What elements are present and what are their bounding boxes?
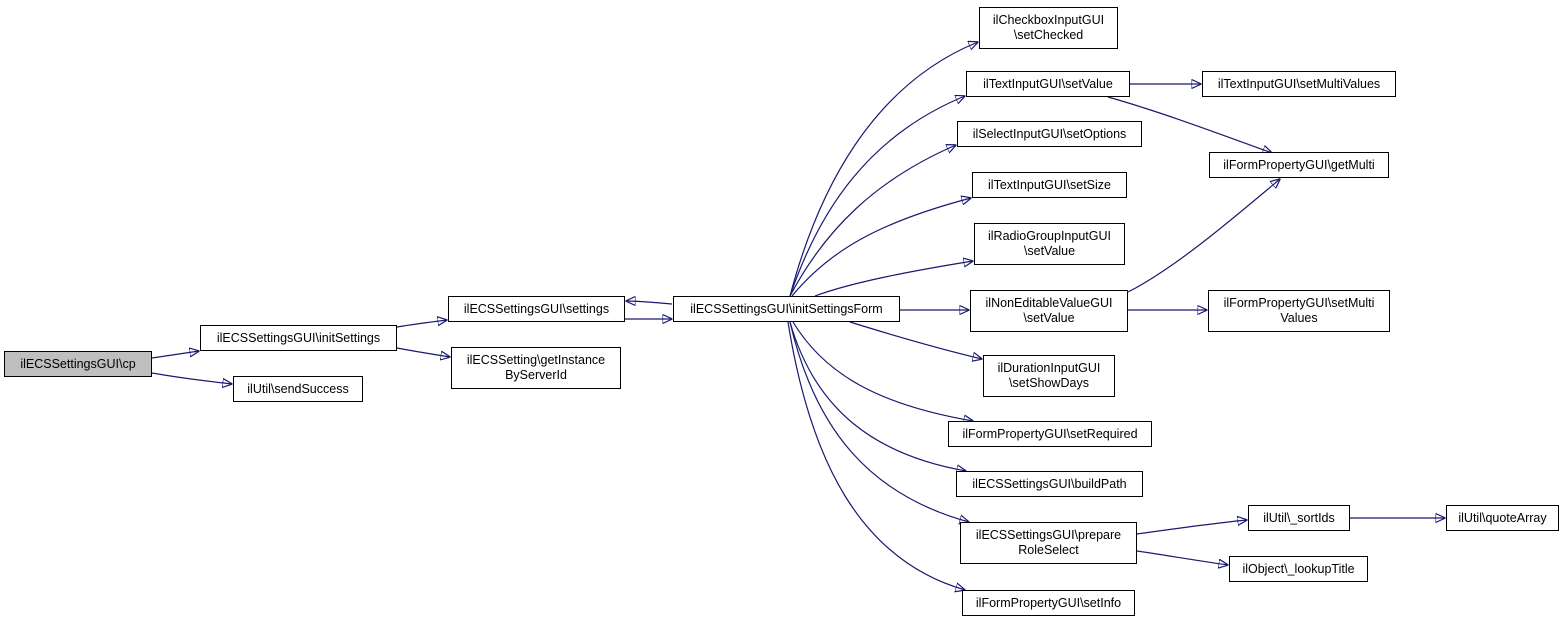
node-label: ByServerId bbox=[505, 368, 567, 382]
edge-initSettings-to-getInstance bbox=[396, 347, 450, 357]
node-label: ilCheckboxInputGUI bbox=[992, 13, 1105, 27]
node-label: ilECSSettingsGUI\settings bbox=[463, 301, 610, 316]
node-sortIds[interactable]: ilUtil\_sortIds bbox=[1248, 505, 1350, 531]
edge-initSettingsForm-to-setOptions bbox=[789, 145, 956, 297]
node-settings[interactable]: ilECSSettingsGUI\settings bbox=[448, 296, 625, 322]
edge-initSettingsForm-to-setChecked bbox=[789, 42, 978, 297]
node-label: ilUtil\quoteArray bbox=[1458, 510, 1547, 525]
node-label: ilUtil\sendSuccess bbox=[247, 381, 349, 396]
node-label: ilFormPropertyGUI\setMulti bbox=[1223, 296, 1375, 310]
node-label: RoleSelect bbox=[1018, 543, 1079, 557]
edge-prepareRoleSelect-to-sortIds bbox=[1136, 520, 1247, 535]
node-setShowDays[interactable]: ilDurationInputGUI\setShowDays bbox=[983, 355, 1115, 397]
node-setChecked[interactable]: ilCheckboxInputGUI\setChecked bbox=[979, 7, 1118, 49]
edge-nonEditSetValue-to-getMulti bbox=[1127, 179, 1280, 293]
node-label: ilTextInputGUI\setValue bbox=[983, 76, 1113, 91]
node-lookupTitle[interactable]: ilObject\_lookupTitle bbox=[1229, 556, 1368, 582]
node-label: ilECSSetting\getInstance bbox=[466, 353, 606, 367]
node-label: \setValue bbox=[1023, 244, 1076, 258]
node-sendSuccess[interactable]: ilUtil\sendSuccess bbox=[233, 376, 363, 402]
node-quoteArray[interactable]: ilUtil\quoteArray bbox=[1446, 505, 1559, 531]
node-label: ilECSSettingsGUI\cp bbox=[20, 356, 136, 371]
node-label: ilSelectInputGUI\setOptions bbox=[972, 126, 1127, 141]
node-setInfo[interactable]: ilFormPropertyGUI\setInfo bbox=[962, 590, 1135, 616]
node-textSetMultiValues[interactable]: ilTextInputGUI\setMultiValues bbox=[1202, 71, 1396, 97]
node-label: \setShowDays bbox=[1009, 376, 1089, 390]
node-label: \setValue bbox=[1023, 311, 1075, 325]
node-label: ilECSSettingsGUI\initSettings bbox=[216, 330, 381, 345]
node-label: ilECSSettingsGUI\prepare bbox=[975, 528, 1122, 542]
node-label: ilRadioGroupInputGUI bbox=[988, 229, 1111, 243]
edge-initSettingsForm-to-textSetValue bbox=[789, 96, 965, 297]
node-cp[interactable]: ilECSSettingsGUI\cp bbox=[4, 351, 152, 377]
node-label: ilFormPropertyGUI\getMulti bbox=[1223, 157, 1375, 172]
node-initSettingsForm[interactable]: ilECSSettingsGUI\initSettingsForm bbox=[673, 296, 900, 322]
node-label: ilFormPropertyGUI\setInfo bbox=[975, 595, 1122, 610]
edge-initSettingsForm-to-setSize bbox=[791, 198, 971, 297]
node-label: ilObject\_lookupTitle bbox=[1242, 561, 1355, 576]
node-label: ilFormPropertyGUI\setRequired bbox=[962, 426, 1138, 441]
node-label: ilNonEditableValueGUI bbox=[985, 296, 1113, 310]
node-label: Values bbox=[1280, 311, 1318, 325]
node-nonEditSetValue[interactable]: ilNonEditableValueGUI\setValue bbox=[970, 290, 1128, 332]
node-label: ilUtil\_sortIds bbox=[1263, 510, 1335, 525]
node-label: ilECSSettingsGUI\initSettingsForm bbox=[690, 301, 883, 316]
edge-initSettingsForm-to-prepareRoleSelect bbox=[789, 321, 969, 522]
node-radioSetValue[interactable]: ilRadioGroupInputGUI\setValue bbox=[974, 223, 1125, 265]
edge-initSettingsForm-to-setShowDays bbox=[849, 321, 982, 359]
node-getMulti[interactable]: ilFormPropertyGUI\getMulti bbox=[1209, 152, 1389, 178]
node-initSettings[interactable]: ilECSSettingsGUI\initSettings bbox=[200, 325, 397, 351]
edge-prepareRoleSelect-to-lookupTitle bbox=[1136, 550, 1228, 565]
edge-initSettings-to-settings bbox=[396, 320, 447, 328]
edge-initSettingsForm-to-setInfo bbox=[787, 321, 965, 590]
node-textSetValue[interactable]: ilTextInputGUI\setValue bbox=[966, 71, 1130, 97]
node-label: ilTextInputGUI\setSize bbox=[988, 177, 1111, 192]
node-setRequired[interactable]: ilFormPropertyGUI\setRequired bbox=[948, 421, 1152, 447]
node-label: \setChecked bbox=[1013, 28, 1084, 42]
edge-cp-to-initSettings bbox=[151, 351, 199, 359]
node-setSize[interactable]: ilTextInputGUI\setSize bbox=[972, 172, 1127, 198]
edge-cp-to-sendSuccess bbox=[151, 372, 232, 384]
edge-initSettingsForm-to-setRequired bbox=[792, 321, 973, 421]
edge-textSetValue-to-getMulti bbox=[1107, 96, 1272, 153]
edge-initSettingsForm-to-radioSetValue bbox=[814, 261, 973, 297]
node-label: ilECSSettingsGUI\buildPath bbox=[972, 476, 1127, 491]
node-label: ilDurationInputGUI bbox=[997, 361, 1101, 375]
node-label: ilTextInputGUI\setMultiValues bbox=[1217, 76, 1381, 91]
node-buildPath[interactable]: ilECSSettingsGUI\buildPath bbox=[956, 471, 1143, 497]
edge-initSettingsForm-to-buildPath bbox=[789, 321, 966, 471]
edge-initSettingsForm-to-settings bbox=[626, 301, 673, 304]
node-setOptions[interactable]: ilSelectInputGUI\setOptions bbox=[957, 121, 1142, 147]
